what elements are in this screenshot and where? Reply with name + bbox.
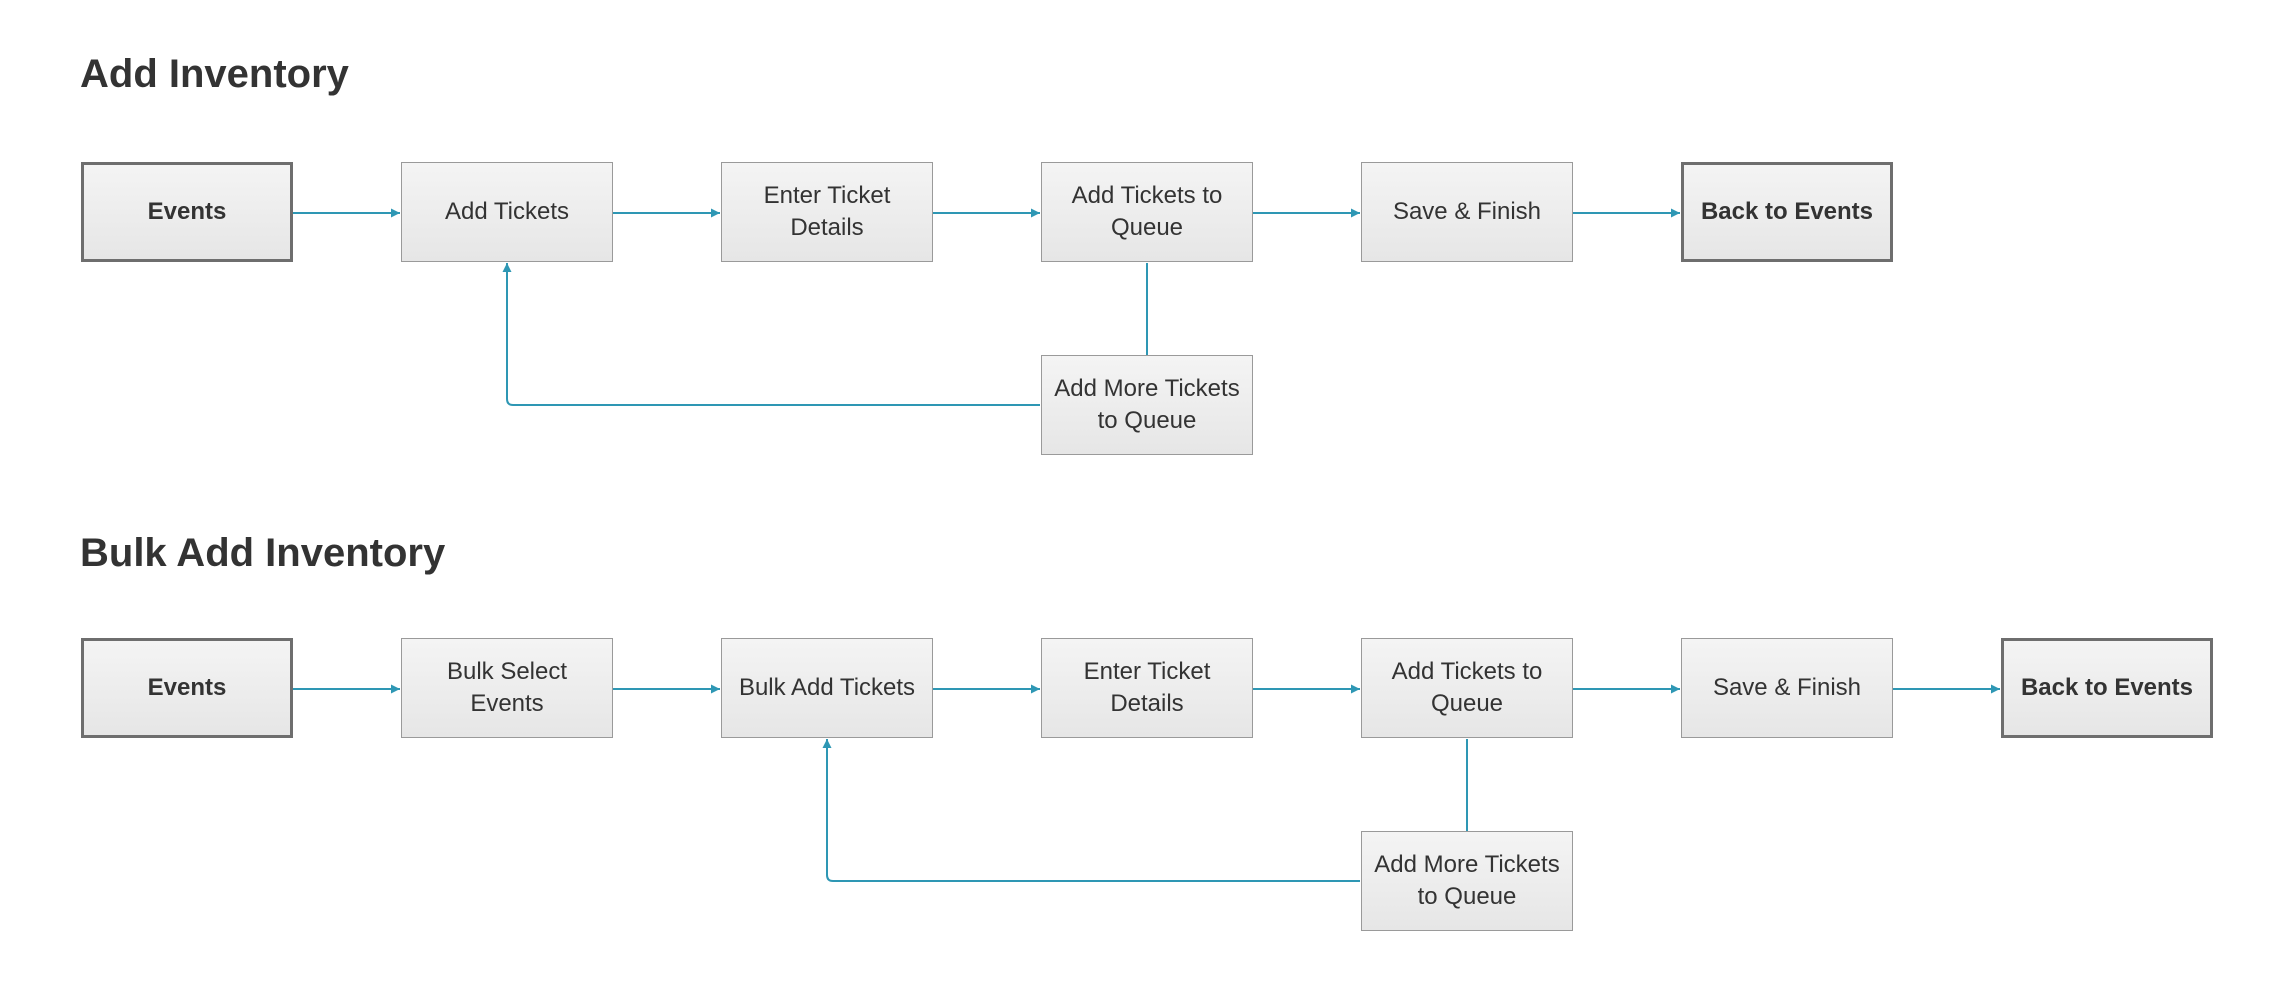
node-label: Events [147,674,227,701]
node-label: Back to Events [1700,198,1874,225]
node-enter-ticket-details[interactable]: Enter Ticket Details [1041,638,1253,738]
node-back-to-events[interactable]: Back to Events [1681,162,1893,262]
node-enter-ticket-details[interactable]: Enter Ticket Details [721,162,933,262]
node-add-tickets-to-queue[interactable]: Add Tickets to Queue [1041,162,1253,262]
node-add-tickets[interactable]: Add Tickets [401,162,613,262]
node-add-more-tickets-to-queue[interactable]: Add More Tickets to Queue [1361,831,1573,931]
node-label: Bulk Add Tickets [738,674,916,701]
node-back-to-events[interactable]: Back to Events [2001,638,2213,738]
node-label: Enter Ticket Details [1083,658,1211,717]
node-label: Back to Events [2020,674,2194,701]
node-label: Add Tickets to Queue [1391,658,1543,717]
add-inventory-title: Add Inventory [80,52,349,96]
node-label: Save & Finish [1712,674,1862,701]
node-save-finish[interactable]: Save & Finish [1361,162,1573,262]
node-label: Save & Finish [1392,198,1542,225]
node-label: Bulk Select Events [446,658,568,717]
node-bulk-select-events[interactable]: Bulk Select Events [401,638,613,738]
node-label: Add Tickets to Queue [1071,182,1223,241]
edge-add-more-loop-to-add-tickets [502,263,1040,406]
node-events[interactable]: Events [81,638,293,738]
node-events[interactable]: Events [81,162,293,262]
bulk-add-inventory-title: Bulk Add Inventory [80,531,446,575]
node-add-tickets-to-queue[interactable]: Add Tickets to Queue [1361,638,1573,738]
node-label: Enter Ticket Details [763,182,891,241]
node-save-finish[interactable]: Save & Finish [1681,638,1893,738]
edge-add-more-loop-to-bulk-add-tickets [822,739,1360,882]
node-add-more-tickets-to-queue[interactable]: Add More Tickets to Queue [1041,355,1253,455]
node-label: Events [147,198,227,225]
node-label: Add More Tickets to Queue [1374,851,1560,910]
node-bulk-add-tickets[interactable]: Bulk Add Tickets [721,638,933,738]
node-label: Add More Tickets to Queue [1054,375,1240,434]
node-label: Add Tickets [444,198,570,225]
